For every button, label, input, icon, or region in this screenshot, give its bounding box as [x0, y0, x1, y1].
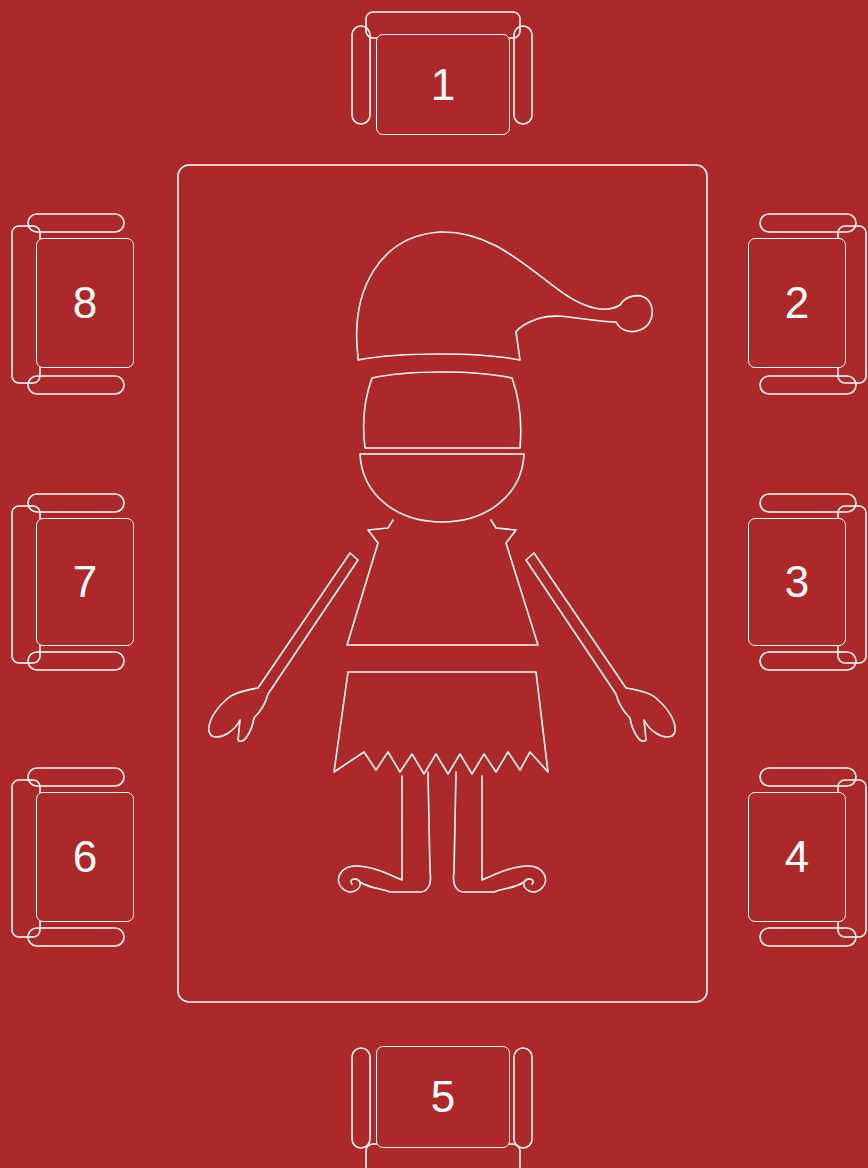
chair-seat: 4 — [748, 792, 846, 922]
chair-seat: 7 — [36, 518, 134, 646]
chair-seat: 6 — [36, 792, 134, 922]
chair-seat: 2 — [748, 238, 846, 368]
elf-outline — [209, 232, 675, 892]
chair-frames — [12, 12, 866, 1168]
seat-number: 4 — [785, 835, 809, 879]
seat-number: 8 — [73, 281, 97, 325]
chair-seat: 3 — [748, 518, 846, 646]
chair-seat: 8 — [36, 238, 134, 368]
seat-number: 7 — [73, 560, 97, 604]
table-top — [178, 165, 707, 1002]
chair-seat: 1 — [376, 34, 510, 135]
seat-number: 2 — [785, 281, 809, 325]
seat-number: 1 — [431, 63, 455, 107]
seat-number: 6 — [73, 835, 97, 879]
seat-number: 3 — [785, 560, 809, 604]
seat-number: 5 — [431, 1075, 455, 1119]
chair-seat: 5 — [376, 1046, 510, 1148]
